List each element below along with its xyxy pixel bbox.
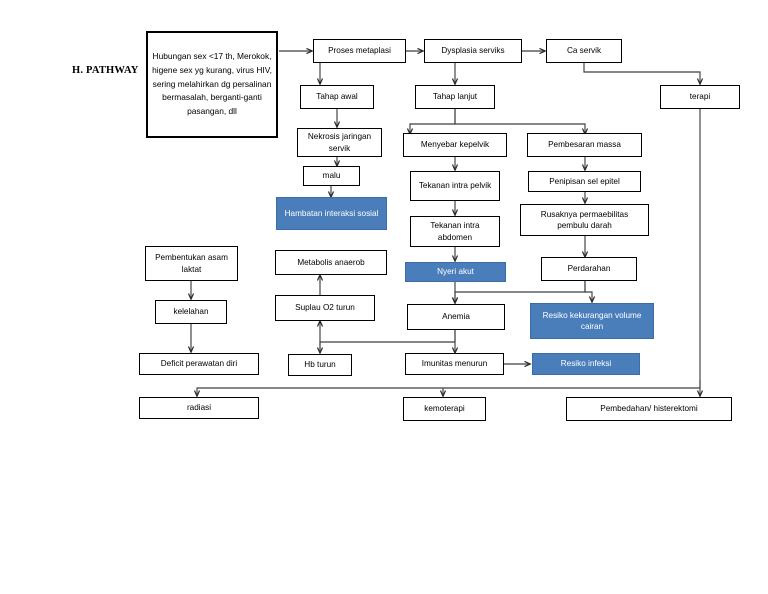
node-perdarahan: Perdarahan: [541, 257, 637, 281]
node-nyeri-akut: Nyeri akut: [405, 262, 506, 282]
node-pembedahan-histerektomi: Pembedahan/ histerektomi: [566, 397, 732, 421]
node-kelelahan: kelelahan: [155, 300, 227, 324]
node-resiko-infeksi: Resiko infeksi: [532, 353, 640, 375]
node-suplau-o2-turun: Suplau O2 turun: [275, 295, 375, 321]
page-title: H. PATHWAY: [72, 65, 139, 76]
node-anemia: Anemia: [407, 304, 505, 330]
node-menyebar-kepelvik: Menyebar kepelvik: [403, 133, 507, 157]
node-penipisan-sel-epitel: Penipisan sel epitel: [528, 171, 641, 192]
node-ca-servik: Ca servik: [546, 39, 622, 63]
node-pembentukan-asam-laktat: Pembentukan asam laktat: [145, 246, 238, 281]
node-tekanan-intra-pelvik: Tekanan intra pelvik: [410, 171, 500, 201]
node-tahap-awal: Tahap awal: [300, 85, 374, 109]
node-pembesaran-massa: Pembesaran massa: [527, 133, 642, 157]
node-nekrosis-jaringan-servik: Nekrosis jaringan servik: [297, 128, 382, 157]
node-risk-factors: Hubungan sex <17 th, Merokok, higene sex…: [146, 31, 278, 138]
node-tekanan-intra-abdomen: Tekanan intra abdomen: [410, 216, 500, 247]
node-hb-turun: Hb turun: [288, 354, 352, 376]
node-malu: malu: [303, 166, 360, 186]
node-terapi: terapi: [660, 85, 740, 109]
node-hambatan-interaksi-sosial: Hambatan interaksi sosial: [276, 197, 387, 230]
node-resiko-kekurangan-volume-cairan: Resiko kekurangan volume cairan: [530, 303, 654, 339]
node-deficit-perawatan-diri: Deficit perawatan diri: [139, 353, 259, 375]
node-metabolis-anaerob: Metabolis anaerob: [275, 250, 387, 275]
node-imunitas-menurun: Imunitas menurun: [405, 353, 504, 375]
node-proses-metaplasi: Proses metaplasi: [313, 39, 406, 63]
node-tahap-lanjut: Tahap lanjut: [415, 85, 495, 109]
node-radiasi: radiasi: [139, 397, 259, 419]
node-kemoterapi: kemoterapi: [403, 397, 486, 421]
node-dysplasia-serviks: Dysplasia serviks: [424, 39, 522, 63]
node-rusaknya-permaebilitas-pembulu-darah: Rusaknya permaebilitas pembulu darah: [520, 204, 649, 236]
